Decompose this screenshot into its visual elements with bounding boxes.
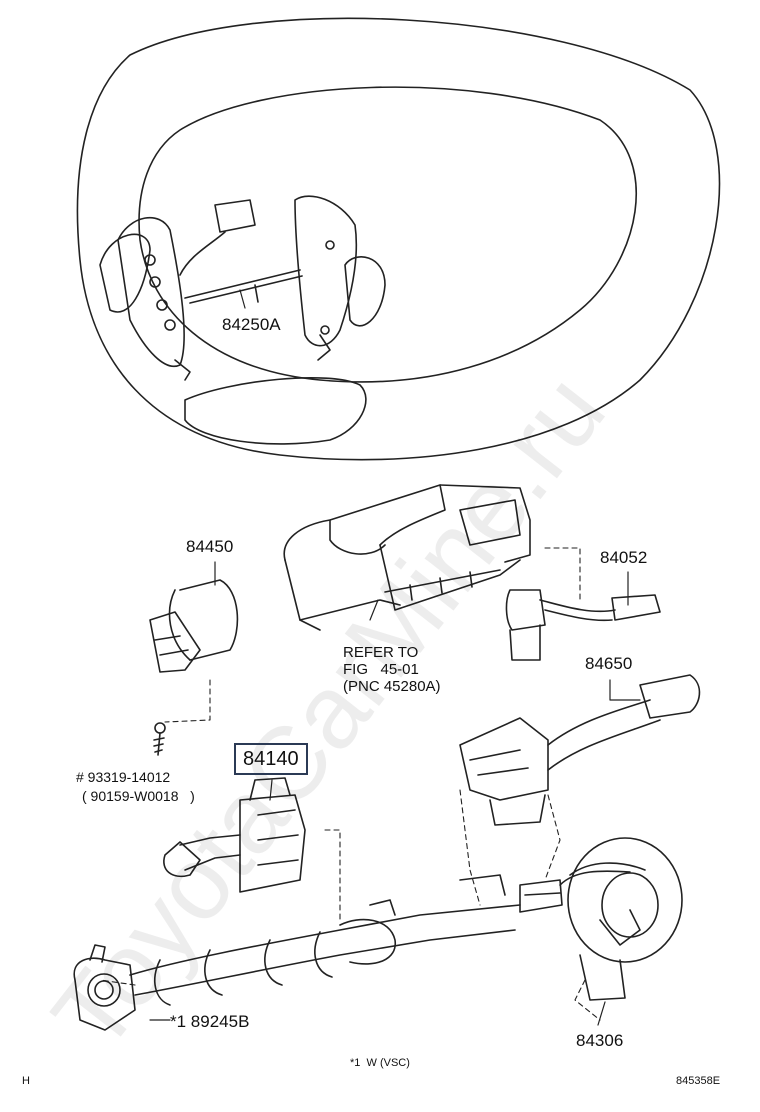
callout-84250A: 84250A (222, 315, 281, 334)
callout-84306: 84306 (576, 1031, 624, 1050)
corner-code-left: H (22, 1075, 30, 1087)
callout-84140-highlighted: 84140 (234, 743, 308, 775)
refer-note-line1: REFER TO (343, 644, 419, 661)
leader-lines (149, 289, 641, 1026)
footnote-text: *1 W (VSC) (350, 1057, 410, 1069)
assembly-guide-lines (99, 547, 601, 1021)
screw-93319 (153, 722, 166, 756)
part-84650-drawing (459, 674, 701, 826)
callout-90159-W0018: ( 90159-W0018 ) (82, 788, 195, 804)
steering-column-cover (283, 484, 531, 631)
part-84450-drawing (149, 579, 239, 673)
callout-89245B: *1 89245B (170, 1012, 250, 1031)
callout-84052: 84052 (600, 548, 648, 567)
wire-harness (129, 874, 563, 1006)
refer-note-line3: (PNC 45280A) (343, 678, 441, 695)
refer-note-line2: FIG 45-01 (343, 661, 419, 678)
callout-84450: 84450 (186, 537, 234, 556)
callout-84650: 84650 (585, 654, 633, 673)
part-84140-drawing (163, 777, 306, 893)
steering-wheel (76, 17, 721, 461)
part-84306-drawing (559, 837, 683, 1001)
part-84052-drawing (505, 589, 661, 661)
corner-code-right: 845358E (676, 1075, 721, 1087)
callout-93319-14012: # 93319-14012 (76, 769, 171, 785)
